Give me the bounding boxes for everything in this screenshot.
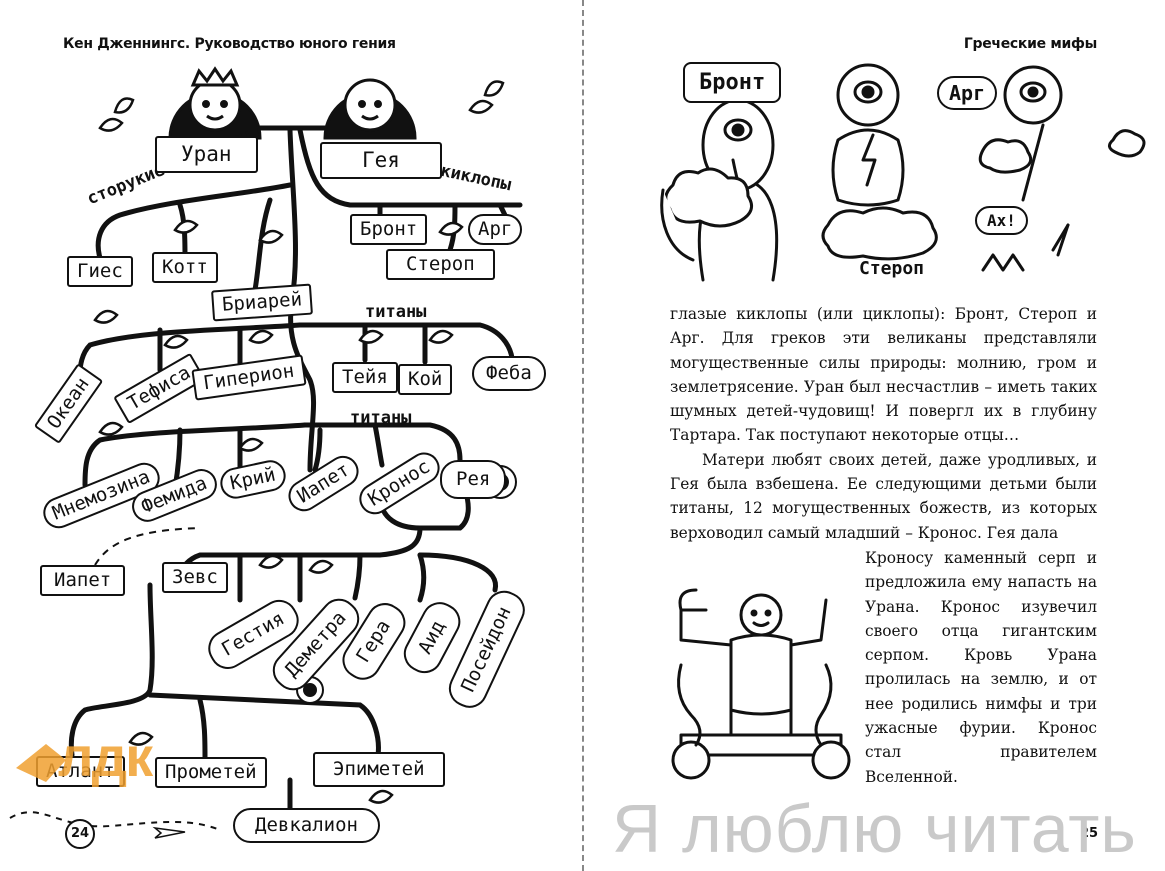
bubble-bront: Бронт	[683, 62, 782, 103]
page-divider	[582, 0, 584, 871]
node-epimetheus: Эпиметей	[313, 752, 445, 787]
paragraph-1: глазые киклопы (или циклопы): Бронт, Сте…	[670, 305, 1097, 445]
node-deucalion: Девкалион	[233, 808, 380, 843]
label-titans-2: титаны	[350, 408, 412, 428]
publisher-logo	[16, 744, 66, 782]
bubble-ah: Ах!	[975, 206, 1028, 235]
body-text-top: глазые киклопы (или циклопы): Бронт, Сте…	[670, 302, 1097, 545]
node-zeus: Зевс	[162, 562, 228, 593]
page-number-right: 25	[1080, 826, 1099, 841]
node-arg: Арг	[468, 214, 523, 245]
node-gyes: Гиес	[67, 256, 133, 287]
bubble-arg: Арг	[937, 76, 998, 110]
left-page: Кен Дженнингс. Руководство юного гения	[0, 0, 582, 871]
page-number-left: 24	[71, 826, 90, 841]
caption-sterop: Стероп	[859, 258, 925, 279]
publisher-logo-text: лдк	[58, 725, 153, 788]
right-page: Греческие мифы	[583, 0, 1165, 871]
node-sterop: Стероп	[386, 249, 495, 280]
watermark: Я люблю читать	[612, 791, 1137, 867]
cyclopes-illustration	[660, 63, 1146, 282]
label-titans-1: титаны	[365, 302, 427, 322]
node-phoebe: Феба	[472, 356, 546, 391]
paragraph-2: Матери любят своих детей, даже уродливых…	[670, 450, 1097, 542]
node-rhea: Рея	[440, 460, 507, 499]
node-theia: Тейя	[332, 362, 398, 393]
node-uranus: Уран	[155, 136, 258, 173]
node-iapetus-2: Иапет	[40, 565, 126, 596]
paragraph-3: Кроносу каменный серп и предложила ему н…	[865, 549, 1097, 786]
node-prometheus: Прометей	[155, 757, 267, 788]
node-kott: Котт	[152, 252, 218, 283]
kronos-illustration	[671, 588, 851, 780]
running-head-left: Кен Дженнингс. Руководство юного гения	[63, 36, 396, 52]
running-head-right: Греческие мифы	[963, 36, 1097, 52]
node-gaia: Гея	[320, 142, 442, 179]
node-koy: Кой	[398, 364, 453, 395]
body-text-bottom: Кроносу каменный серп и предложила ему н…	[865, 546, 1097, 789]
node-bront: Бронт	[350, 214, 428, 245]
